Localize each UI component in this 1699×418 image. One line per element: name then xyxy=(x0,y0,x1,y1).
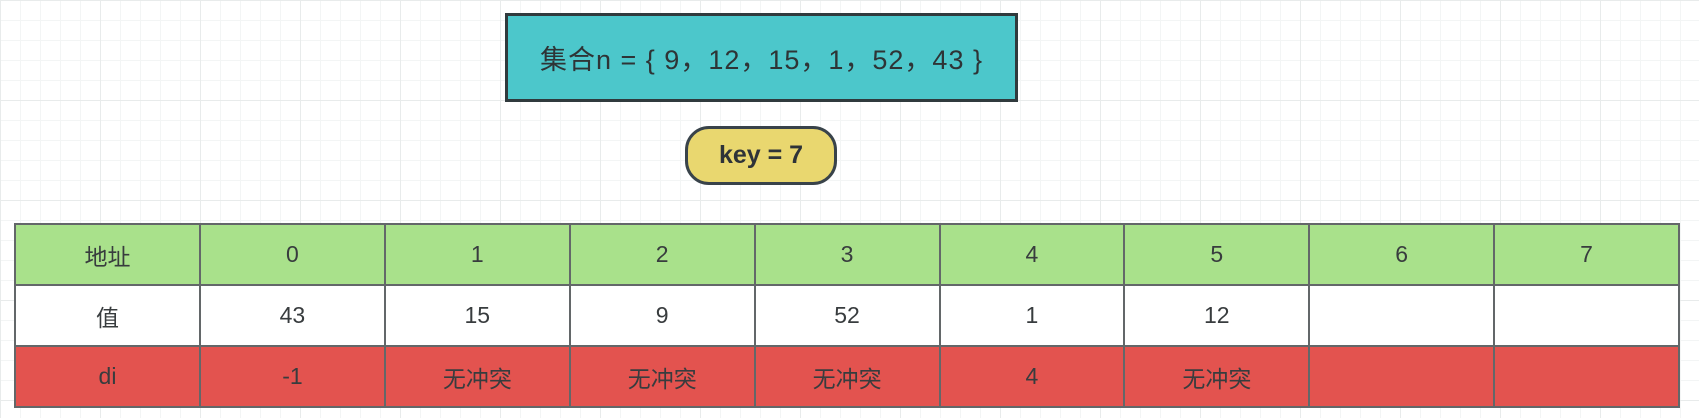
address-cell: 6 xyxy=(1308,223,1496,286)
value-cell: 52 xyxy=(753,284,941,347)
di-cell: 4 xyxy=(938,345,1126,408)
di-cell: -1 xyxy=(199,345,386,408)
row-header-di: di xyxy=(14,345,201,408)
di-cell: 无冲突 xyxy=(1123,345,1311,408)
address-cell: 0 xyxy=(199,223,386,286)
address-row: 地址 0 1 2 3 4 5 6 7 xyxy=(14,223,1680,286)
value-cell xyxy=(1493,284,1680,347)
set-definition-box: 集合n = { 9，12，15，1，52，43 } xyxy=(505,13,1018,102)
di-cell: 无冲突 xyxy=(753,345,941,408)
set-definition-label: 集合n = { 9，12，15，1，52，43 } xyxy=(540,45,983,75)
row-header-address: 地址 xyxy=(14,223,201,286)
di-row: di -1 无冲突 无冲突 无冲突 4 无冲突 xyxy=(14,345,1680,408)
address-cell: 1 xyxy=(383,223,571,286)
value-cell: 12 xyxy=(1123,284,1311,347)
row-header-value: 值 xyxy=(14,284,201,347)
address-cell: 4 xyxy=(938,223,1126,286)
key-badge-label: key = 7 xyxy=(718,141,804,169)
di-cell xyxy=(1493,345,1680,408)
di-cell xyxy=(1308,345,1496,408)
di-cell: 无冲突 xyxy=(568,345,756,408)
address-cell: 2 xyxy=(568,223,756,286)
value-cell: 1 xyxy=(938,284,1126,347)
value-row: 值 43 15 9 52 1 12 xyxy=(14,284,1680,347)
key-badge: key = 7 xyxy=(685,126,837,185)
value-cell xyxy=(1308,284,1496,347)
address-cell: 7 xyxy=(1493,223,1680,286)
di-cell: 无冲突 xyxy=(383,345,571,408)
value-cell: 15 xyxy=(383,284,571,347)
address-cell: 5 xyxy=(1123,223,1311,286)
address-cell: 3 xyxy=(753,223,941,286)
hash-table: 地址 0 1 2 3 4 5 6 7 值 43 15 9 52 1 12 xyxy=(14,223,1680,408)
value-cell: 9 xyxy=(568,284,756,347)
value-cell: 43 xyxy=(199,284,386,347)
